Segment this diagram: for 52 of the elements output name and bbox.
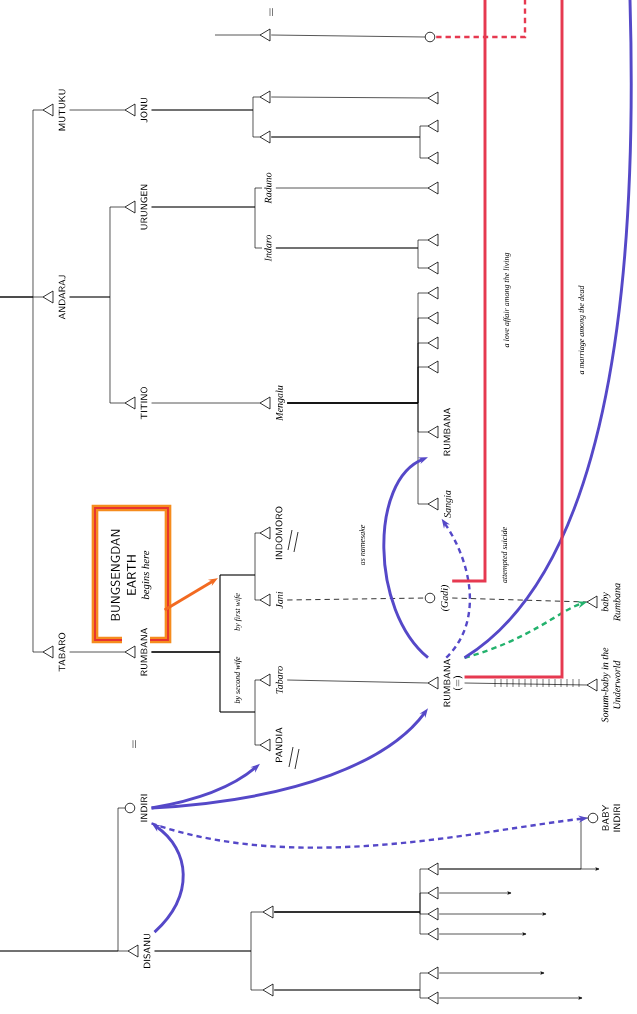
person-label: baby Rumbana <box>586 583 621 622</box>
triangle-symbol <box>427 233 439 247</box>
person-label: BABY INDIRI <box>587 804 621 832</box>
person-label: Tabaro <box>259 666 283 694</box>
edge-label: a marriage among the dead <box>577 284 587 376</box>
person-label: Raduno <box>264 172 272 204</box>
person-label: PANDIA <box>259 727 283 762</box>
edge-label: a love affair among the living <box>502 251 512 349</box>
edge-label: attempted suicide <box>500 525 510 585</box>
triangle-symbol <box>427 886 439 900</box>
triangle-symbol <box>262 905 274 919</box>
triangle-symbol <box>259 130 271 144</box>
triangle-symbol <box>427 907 439 921</box>
person-label: INDIRI <box>124 794 148 822</box>
person-label: RUMBANA <box>427 407 451 456</box>
triangle-symbol <box>427 991 439 1005</box>
triangle-symbol <box>259 28 271 42</box>
triangle-symbol <box>427 927 439 941</box>
person-label: Indaro <box>264 234 272 262</box>
person-label: Sangia <box>427 490 453 518</box>
person-label: ANDARAJ <box>42 275 66 320</box>
triangle-symbol <box>427 151 439 165</box>
person-label: JONU <box>124 98 148 123</box>
triangle-symbol <box>427 91 439 105</box>
edge-label: as namesake <box>357 523 367 567</box>
marriage-sign: = <box>269 7 273 17</box>
person-label: (Gadi) <box>424 585 450 611</box>
person-label: Sonum-baby in the Underworld <box>586 647 621 723</box>
triangle-symbol <box>427 336 439 350</box>
person-label: Mengalu <box>259 385 285 421</box>
triangle-symbol <box>427 286 439 300</box>
triangle-symbol <box>427 119 439 133</box>
person-label: INDOMORO <box>259 506 283 560</box>
person-label: RUMBANA <box>124 627 148 676</box>
branch-note: by second wife <box>234 656 242 704</box>
triangle-symbol <box>427 261 439 275</box>
triangle-symbol <box>259 90 271 104</box>
person-label: MUTUKU <box>42 89 66 131</box>
triangle-symbol <box>427 360 439 374</box>
triangle-symbol <box>427 966 439 980</box>
triangle-symbol <box>427 181 439 195</box>
person-label: DISANU <box>127 934 151 968</box>
branch-note: by first wife <box>234 593 242 631</box>
person-label: Jani <box>259 591 283 609</box>
person-label: RUMBANA (=) <box>427 658 463 707</box>
person-label: TITINO <box>124 386 148 420</box>
triangle-symbol <box>262 983 274 997</box>
person-label: TABARO <box>42 632 66 672</box>
person-label: URUNGEN <box>124 184 148 230</box>
triangle-symbol <box>427 862 439 876</box>
triangle-symbol <box>427 311 439 325</box>
marriage-sign: = <box>132 739 136 749</box>
